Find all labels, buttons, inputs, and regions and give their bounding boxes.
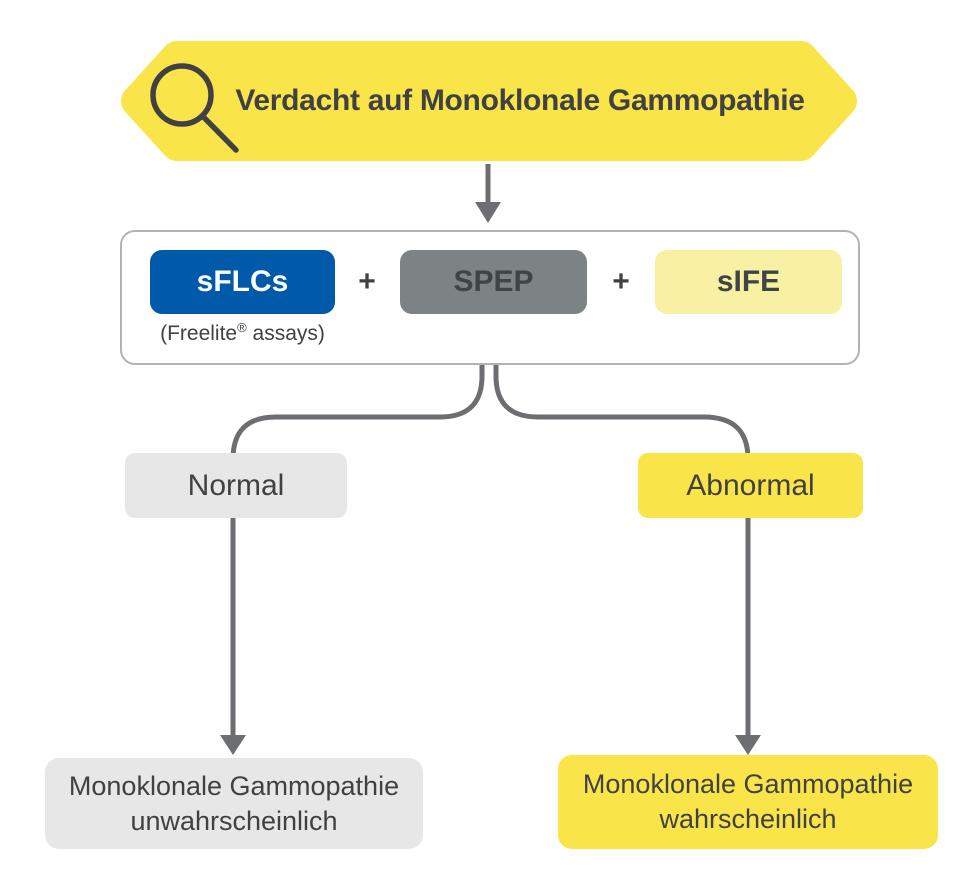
freelite-note: (Freelite® assays) [160,320,325,345]
suspicion-banner-shape [121,41,857,161]
plus-sign-1: + [358,265,376,298]
outcome-unlikely-line2: unwahrscheinlich [130,805,338,836]
registered-mark: ® [237,320,247,335]
abnormal-result-box: Abnormal [638,453,863,518]
outcome-unlikely-line1: Monoklonale Gammopathie [68,770,400,801]
sife-pill: sIFE [655,250,842,314]
test-panel: sFLCs (Freelite® assays) + SPEP + sIFE [120,230,860,365]
magnifier-icon [150,63,239,153]
sife-label: sIFE [716,265,781,298]
plus-sign-2: + [612,265,630,298]
sflc-pill: sFLCs [150,250,335,314]
normal-label: Normal [187,468,285,502]
down-arrow-left [220,735,246,755]
outcome-likely-line1: Monoklonale Gammopathie [582,769,914,799]
down-arrow-right [735,735,761,755]
banner-label: Verdacht auf Monoklonale Gammopathie [235,84,805,117]
down-arrow-top [475,164,501,223]
outcome-likely-box: Monoklonale Gammopathie wahrscheinlich [558,755,938,849]
fork-connector-right [493,365,751,737]
sflc-label: sFLCs [196,265,289,298]
spep-pill: SPEP [400,250,587,314]
abnormal-label: Abnormal [686,468,815,502]
outcome-unlikely-box: Monoklonale Gammopathie unwahrscheinlich [45,758,423,849]
fork-connector-left [230,365,485,737]
outcome-likely-line2: wahrscheinlich [659,804,837,834]
normal-result-box: Normal [125,453,347,518]
spep-label: SPEP [453,265,534,298]
